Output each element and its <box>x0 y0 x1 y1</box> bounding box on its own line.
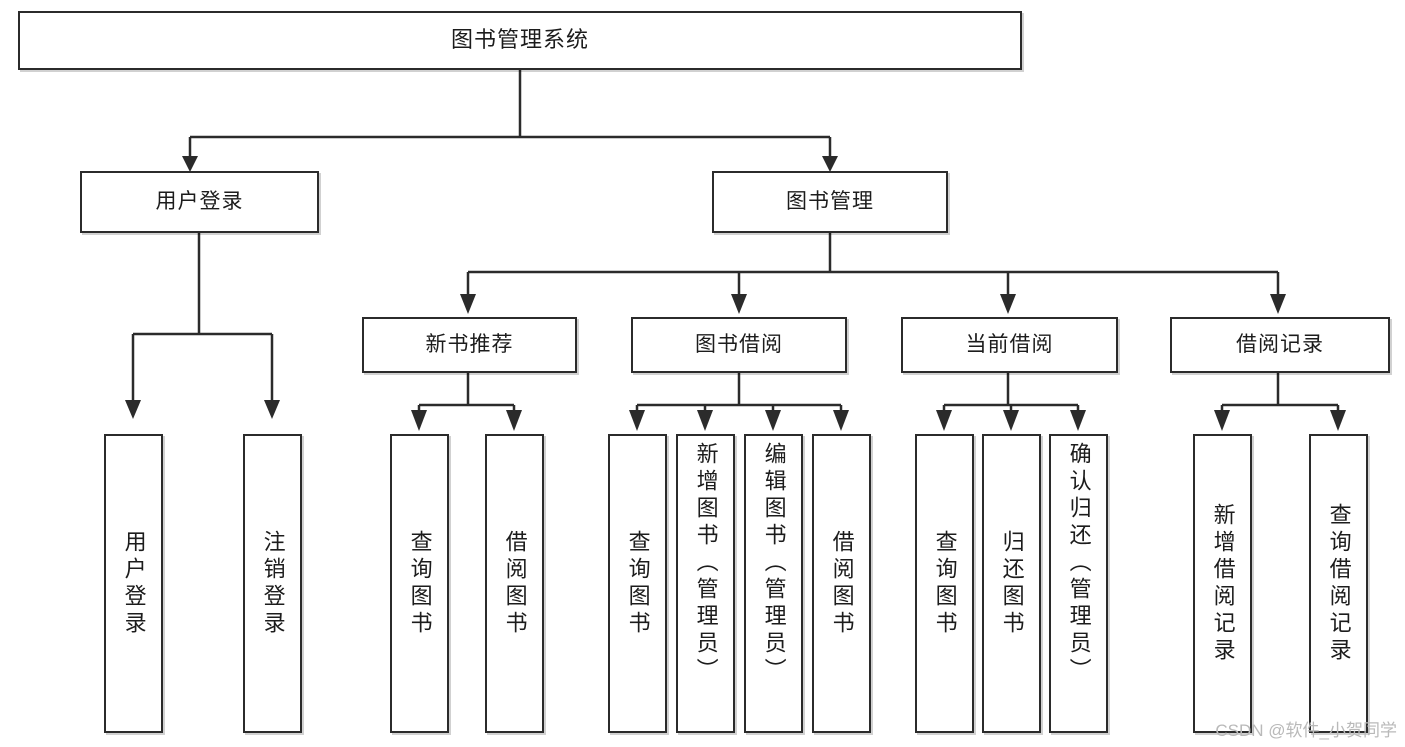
node-leaf-edit-book[interactable]: 编辑图书（管理员） <box>744 434 803 733</box>
node-leaf-query-borrow-record[interactable]: 查询借阅记录 <box>1309 434 1368 733</box>
arrow-book-borrow-leaf-4 <box>833 410 849 431</box>
node-leaf-logout[interactable]: 注销登录 <box>243 434 302 733</box>
arrow-to-current-borrow <box>1000 294 1016 314</box>
arrow-user-login-leaf-1 <box>125 400 141 419</box>
node-leaf-confirm-return-label: 确认归还（管理员） <box>1066 442 1092 685</box>
node-leaf-borrow-book-new[interactable]: 借阅图书 <box>485 434 544 733</box>
arrow-to-borrow-record <box>1270 294 1286 314</box>
arrow-to-book-borrow <box>731 294 747 314</box>
arrow-book-borrow-leaf-3 <box>765 410 781 431</box>
node-user-login[interactable]: 用户登录 <box>80 171 319 233</box>
arrow-current-borrow-leaf-3 <box>1070 410 1086 431</box>
arrow-current-borrow-leaf-2 <box>1003 410 1019 431</box>
arrow-borrow-record-leaf-1 <box>1214 410 1230 431</box>
arrow-to-book-manage <box>822 156 838 172</box>
node-root[interactable]: 图书管理系统 <box>18 11 1022 70</box>
node-leaf-edit-book-label: 编辑图书（管理员） <box>761 442 787 685</box>
node-user-login-label: 用户登录 <box>155 190 244 214</box>
node-borrow-record[interactable]: 借阅记录 <box>1170 317 1390 373</box>
node-leaf-query-book-borrow-label: 查询图书 <box>625 529 651 638</box>
arrow-book-borrow-leaf-1 <box>629 410 645 431</box>
node-borrow-record-label: 借阅记录 <box>1236 333 1324 357</box>
node-leaf-return-book-label: 归还图书 <box>999 529 1025 638</box>
node-leaf-borrow-book[interactable]: 借阅图书 <box>812 434 871 733</box>
node-current-borrow-label: 当前借阅 <box>965 333 1054 357</box>
arrow-user-login-leaf-2 <box>264 400 280 419</box>
node-leaf-borrow-book-new-label: 借阅图书 <box>502 529 528 638</box>
node-new-book-recommend[interactable]: 新书推荐 <box>362 317 577 373</box>
node-book-manage[interactable]: 图书管理 <box>712 171 948 233</box>
node-root-label: 图书管理系统 <box>450 27 589 53</box>
node-leaf-add-borrow-record[interactable]: 新增借阅记录 <box>1193 434 1252 733</box>
node-leaf-return-book[interactable]: 归还图书 <box>982 434 1041 733</box>
node-leaf-query-borrow-record-label: 查询借阅记录 <box>1326 502 1352 665</box>
arrow-current-borrow-leaf-1 <box>936 410 952 431</box>
arrow-new-book-leaf-2 <box>506 410 522 431</box>
watermark-text: CSDN @软件_小贺同学 <box>1215 721 1397 740</box>
node-leaf-logout-label: 注销登录 <box>260 529 286 638</box>
node-leaf-user-login[interactable]: 用户登录 <box>104 434 163 733</box>
node-leaf-confirm-return[interactable]: 确认归还（管理员） <box>1049 434 1108 733</box>
node-book-borrow[interactable]: 图书借阅 <box>631 317 847 373</box>
node-leaf-user-login-label: 用户登录 <box>121 529 147 638</box>
arrow-borrow-record-leaf-2 <box>1330 410 1346 431</box>
node-leaf-query-book-borrow[interactable]: 查询图书 <box>608 434 667 733</box>
node-leaf-query-book-new-label: 查询图书 <box>407 529 433 638</box>
arrow-new-book-leaf-1 <box>411 410 427 431</box>
node-book-manage-label: 图书管理 <box>786 190 874 214</box>
node-new-book-recommend-label: 新书推荐 <box>425 333 514 357</box>
node-book-borrow-label: 图书借阅 <box>695 333 783 357</box>
node-leaf-query-book-current-label: 查询图书 <box>932 529 958 638</box>
node-leaf-add-book-label: 新增图书（管理员） <box>693 442 719 685</box>
node-current-borrow[interactable]: 当前借阅 <box>901 317 1118 373</box>
arrow-to-user-login <box>182 156 198 172</box>
node-leaf-query-book-new[interactable]: 查询图书 <box>390 434 449 733</box>
node-leaf-borrow-book-label: 借阅图书 <box>829 529 855 638</box>
node-leaf-add-book[interactable]: 新增图书（管理员） <box>676 434 735 733</box>
node-leaf-add-borrow-record-label: 新增借阅记录 <box>1210 502 1236 665</box>
node-leaf-query-book-current[interactable]: 查询图书 <box>915 434 974 733</box>
arrow-to-new-book <box>460 294 476 314</box>
arrow-book-borrow-leaf-2 <box>697 410 713 431</box>
